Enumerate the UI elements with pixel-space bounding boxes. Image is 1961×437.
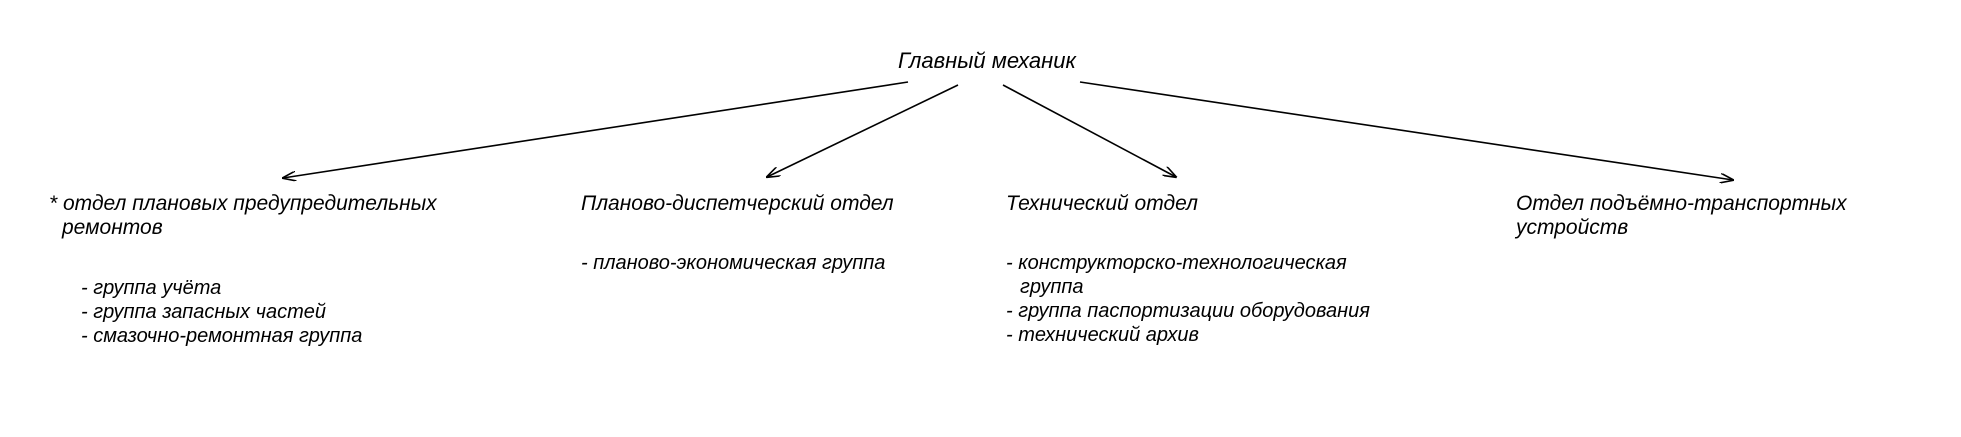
subgroup-item: - группа запасных частей (81, 301, 326, 323)
dept-technical-subgroups: - конструкторско-технологическая группа … (1006, 251, 1370, 347)
subgroup-item: - технический архив (1006, 324, 1199, 346)
dept-technical-title-line-1: Технический отдел (1006, 192, 1198, 215)
arrow-to-ppr-dept (283, 81, 909, 178)
dept-dispatch-title: Планово-диспетчерский отдел (581, 192, 894, 216)
dept-lifting-title-line-1: Отдел подъёмно-транспортных (1516, 192, 1847, 215)
dept-ppr-title-line-1: * отдел плановых предупредительных (49, 192, 437, 215)
dept-technical-title: Технический отдел (1006, 192, 1198, 216)
arrow-to-dispatch-dept (767, 84, 959, 177)
arrow-to-lifting-dept (1079, 81, 1733, 180)
dept-ppr-title-line-2: ремонтов (62, 216, 163, 239)
dept-lifting-title-line-2: устройств (1516, 216, 1629, 239)
dept-dispatch-subgroups: - планово-экономическая группа (581, 251, 885, 275)
dept-lifting-title: Отдел подъёмно-транспортных устройств (1516, 192, 1847, 240)
subgroup-item: - группа учёта (81, 277, 222, 299)
subgroup-item: - смазочно-ремонтная группа (81, 325, 363, 347)
subgroup-item: группа (1020, 276, 1084, 298)
subgroup-item: - конструкторско-технологическая (1006, 252, 1347, 274)
arrow-to-technical-dept (1002, 84, 1176, 177)
subgroup-item: - планово-экономическая группа (581, 252, 886, 274)
dept-dispatch-title-line-1: Планово-диспетчерский отдел (581, 192, 894, 215)
subgroup-item: - группа паспортизации оборудования (1006, 300, 1370, 322)
dept-ppr-title: * отдел плановых предупредительных ремон… (49, 192, 437, 240)
dept-ppr-subgroups: - группа учёта - группа запасных частей … (81, 276, 362, 348)
chief-mechanic-node: Главный механик (898, 48, 1076, 73)
